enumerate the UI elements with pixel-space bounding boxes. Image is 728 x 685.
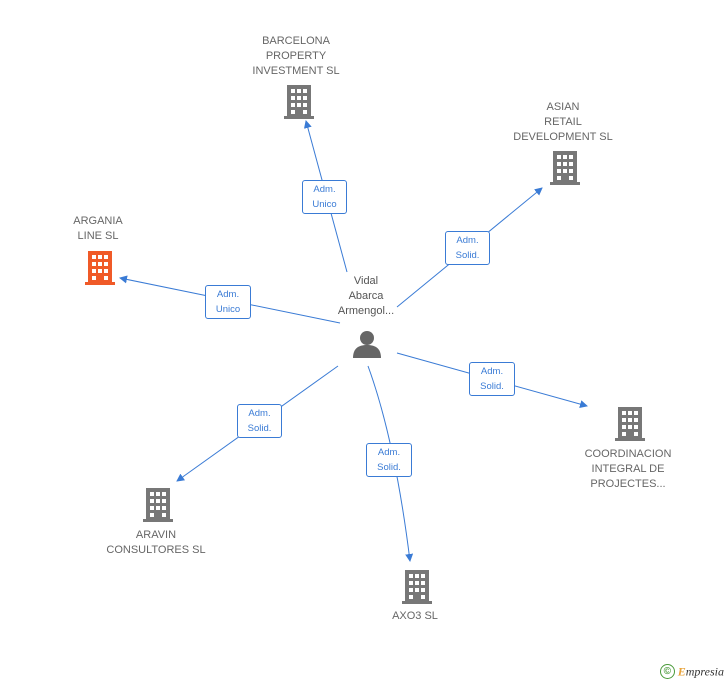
building-icon[interactable] [284, 85, 314, 119]
company-name-line: PROPERTY [265, 50, 327, 62]
relation-label-aravin[interactable]: Adm. Solid. [237, 404, 282, 438]
building-icon[interactable] [402, 570, 432, 604]
relation-label-barcelona[interactable]: Adm. Unico [302, 180, 347, 214]
brand-name: mpresia [685, 664, 724, 678]
relation-label-argania[interactable]: Adm. Unico [205, 285, 251, 319]
company-label-coordinacion[interactable]: COORDINACION INTEGRAL DE PROJECTES... [568, 447, 688, 492]
company-name-line: LINE SL [77, 230, 119, 242]
company-name-line: ASIAN [546, 101, 580, 113]
company-name-line: BARCELONA [262, 35, 330, 47]
relation-line: Solid. [247, 423, 272, 434]
relation-line: Solid. [480, 381, 504, 392]
center-name-line: Armengol... [337, 305, 395, 317]
relation-line: Adm. [216, 289, 240, 300]
footer-brand[interactable]: ©Empresia [659, 664, 724, 679]
building-icon[interactable] [615, 407, 645, 441]
company-label-aravin[interactable]: ARAVIN CONSULTORES SL [96, 528, 216, 558]
relation-line: Unico [312, 199, 337, 210]
copyright-icon: © [659, 664, 675, 679]
relation-label-coordinacion[interactable]: Adm. Solid. [469, 362, 515, 396]
company-label-asian[interactable]: ASIAN RETAIL DEVELOPMENT SL [503, 100, 623, 145]
relation-line: Adm. [456, 235, 479, 246]
company-name-line: INTEGRAL DE [591, 463, 665, 475]
relation-label-axo3[interactable]: Adm. Solid. [366, 443, 412, 477]
center-name-line: Vidal [353, 275, 379, 287]
company-name-line: INVESTMENT SL [252, 65, 340, 77]
company-name-line: ARAVIN [135, 529, 177, 541]
brand-initial: E [677, 664, 686, 678]
building-icon[interactable] [85, 251, 115, 285]
company-label-axo3[interactable]: AXO3 SL [367, 609, 463, 624]
company-name-line: CONSULTORES SL [106, 544, 206, 556]
relation-line: Solid. [455, 250, 480, 261]
relation-label-asian[interactable]: Adm. Solid. [445, 231, 490, 265]
company-name-line: AXO3 SL [392, 610, 438, 622]
company-label-barcelona[interactable]: BARCELONA PROPERTY INVESTMENT SL [236, 34, 356, 79]
person-icon[interactable] [352, 330, 382, 358]
building-icon[interactable] [143, 488, 173, 522]
center-name-line: Abarca [348, 290, 384, 302]
brand-logo: Empresia [678, 664, 724, 678]
relation-line: Unico [215, 304, 241, 315]
relation-line: Solid. [377, 462, 401, 473]
company-name-line: DEVELOPMENT SL [513, 131, 613, 143]
relation-line: Adm. [480, 366, 504, 377]
company-name-line: ARGANIA [73, 215, 123, 227]
company-name-line: PROJECTES... [590, 478, 666, 490]
company-name-line: COORDINACION [584, 448, 672, 460]
center-person-name: Vidal Abarca Armengol... [320, 274, 412, 319]
relation-line: Adm. [313, 184, 336, 195]
relation-line: Adm. [248, 408, 271, 419]
company-label-argania[interactable]: ARGANIA LINE SL [48, 214, 148, 244]
building-icon[interactable] [550, 151, 580, 185]
company-name-line: RETAIL [544, 116, 582, 128]
relation-line: Adm. [377, 447, 401, 458]
